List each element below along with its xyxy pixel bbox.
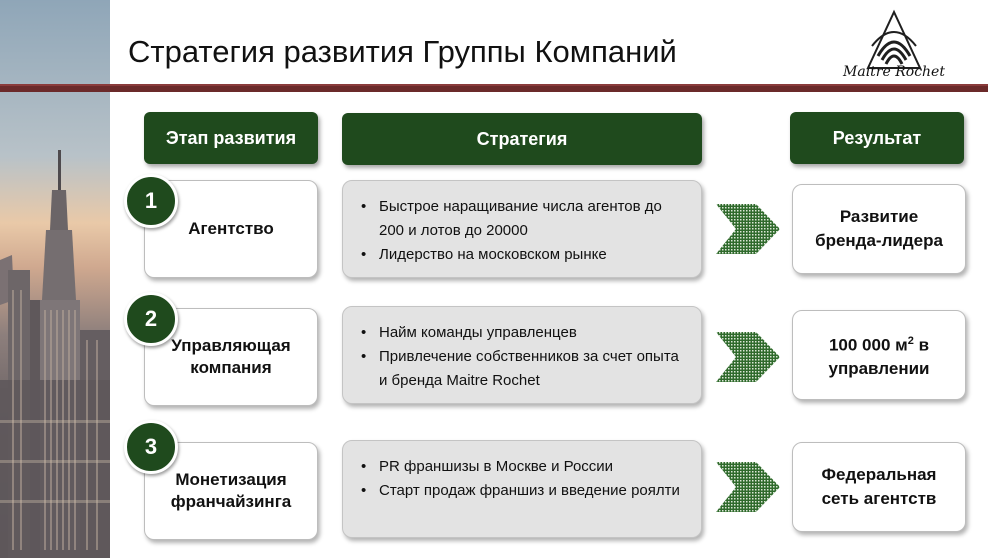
- result-line: Развитие: [839, 207, 919, 226]
- chevron-right-icon: [716, 462, 780, 512]
- stage-label: Управляющая: [171, 336, 291, 355]
- result-box-1: Развитие бренда-лидера: [792, 184, 966, 274]
- result-line: бренда-лидера: [815, 231, 943, 250]
- strategy-item: Найм команды управленцев: [359, 321, 691, 345]
- stage-number-1: 1: [124, 174, 178, 228]
- result-value: 100 000 м: [828, 335, 908, 355]
- result-box-2: 100 000 м2 в управлении: [792, 310, 966, 400]
- header-rule-highlight: [0, 84, 988, 86]
- shell-icon: [866, 9, 922, 69]
- strategy-box-2: Найм команды управленцев Привлечение соб…: [342, 306, 702, 404]
- header-result: Результат: [790, 112, 964, 164]
- strategy-box-1: Быстрое наращивание числа агентов до 200…: [342, 180, 702, 278]
- header-stage: Этап развития: [144, 112, 318, 164]
- result-line: 100 000 м2 в: [829, 329, 930, 358]
- page-title: Стратегия развития Группы Компаний: [128, 34, 677, 69]
- logo-text: Maitre Rochet: [843, 64, 945, 80]
- chevron-right-icon: [716, 204, 780, 254]
- stage-label: компания: [190, 358, 272, 377]
- header-rule: [0, 84, 988, 92]
- result-line: Федеральная: [821, 465, 937, 484]
- strategy-box-3: PR франшизы в Москве и России Старт прод…: [342, 440, 702, 538]
- stage-label: Монетизация: [175, 470, 287, 489]
- result-suffix: в: [913, 335, 930, 355]
- strategy-item: Привлечение собственников за счет опыта …: [359, 345, 691, 393]
- result-line: управлении: [828, 359, 930, 379]
- stage-number-2: 2: [124, 292, 178, 346]
- header-strategy: Стратегия: [342, 113, 702, 165]
- strategy-item: PR франшизы в Москве и России: [359, 455, 691, 479]
- result-unit-power: 2: [907, 334, 914, 347]
- stage-number-3: 3: [124, 420, 178, 474]
- stage-label: франчайзинга: [170, 492, 292, 511]
- chevron-right-icon: [716, 332, 780, 382]
- result-line: сеть агентств: [821, 489, 937, 508]
- stage-label: Агентство: [188, 219, 274, 238]
- strategy-item: Быстрое наращивание числа агентов до 200…: [359, 195, 691, 243]
- result-box-3: Федеральная сеть агентств: [792, 442, 966, 532]
- city-skyline-image: [0, 0, 110, 558]
- strategy-item: Старт продаж франшиз и введение роялти: [359, 479, 691, 503]
- strategy-item: Лидерство на московском рынке: [359, 243, 691, 267]
